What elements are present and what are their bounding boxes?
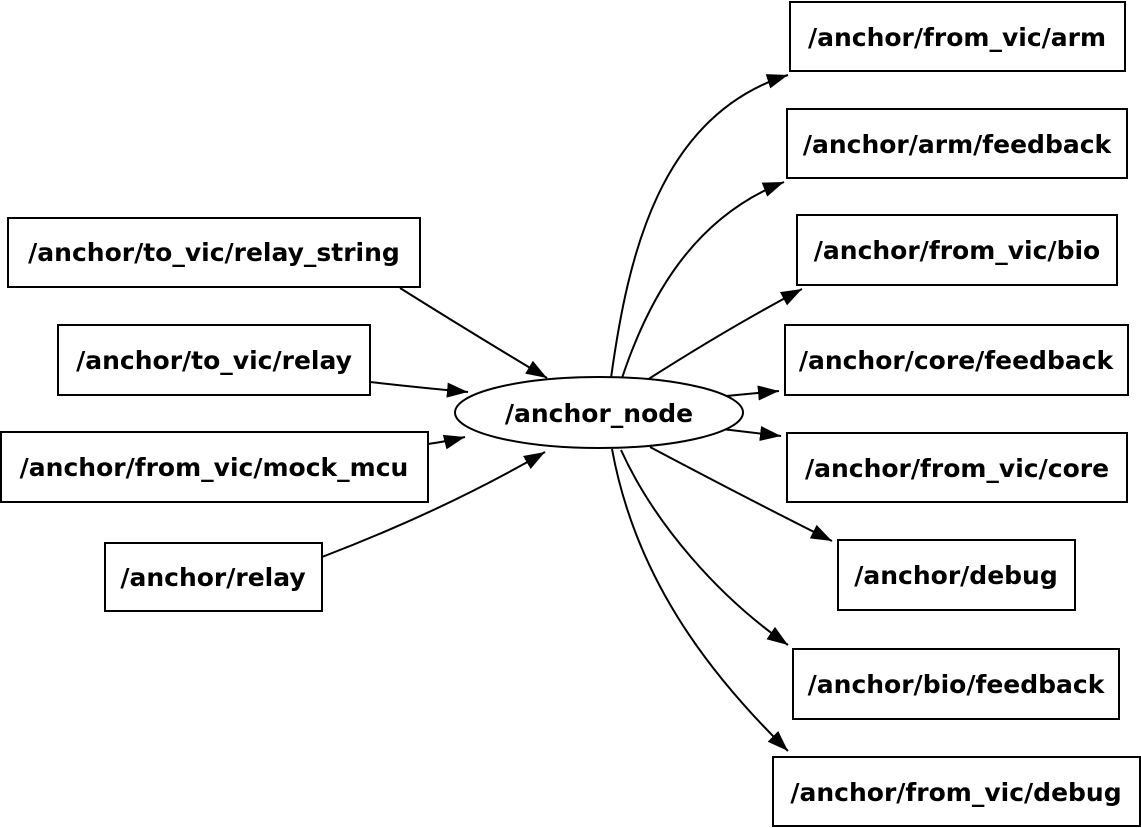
from-vic-core-label: /anchor/from_vic/core (805, 454, 1109, 483)
node-to-vic-relay: /anchor/to_vic/relay (57, 324, 371, 396)
edge-anchor-node-to-from-vic-bio (646, 288, 803, 381)
node-arm-feedback: /anchor/arm/feedback (786, 108, 1128, 179)
anchor-node-ellipse (454, 376, 744, 449)
node-from-vic-debug: /anchor/from_vic/debug (772, 756, 1141, 827)
edge-relay-to-anchor-node (321, 451, 546, 558)
edge-to-vic-relay-to-anchor-node (369, 381, 469, 398)
node-debug: /anchor/debug (837, 539, 1076, 611)
edge-anchor-node-to-bio-feedback (620, 449, 789, 646)
anchor-node-label: /anchor_node (505, 399, 693, 428)
edge-anchor-node-to-from-vic-debug (611, 448, 789, 752)
edge-anchor-node-to-debug (649, 446, 833, 542)
from-vic-bio-label: /anchor/from_vic/bio (814, 236, 1100, 265)
node-from-vic-arm: /anchor/from_vic/arm (789, 1, 1126, 72)
edge-to-vic-relay-string-to-anchor-node (399, 287, 548, 379)
node-bio-feedback: /anchor/bio/feedback (792, 648, 1120, 720)
from-vic-core-box (786, 432, 1128, 503)
node-from-vic-bio: /anchor/from_vic/bio (796, 214, 1118, 286)
bio-feedback-box (792, 648, 1120, 720)
from-vic-mock-mcu-label: /anchor/from_vic/mock_mcu (20, 453, 409, 482)
from-vic-debug-box (772, 756, 1141, 827)
node-relay: /anchor/relay (104, 542, 323, 612)
to-vic-relay-string-box (7, 217, 421, 288)
edge-anchor-node-to-core-feedback (725, 385, 780, 401)
from-vic-debug-label: /anchor/from_vic/debug (790, 778, 1121, 807)
node-core-feedback: /anchor/core/feedback (784, 324, 1129, 396)
bio-feedback-label: /anchor/bio/feedback (808, 670, 1106, 699)
node-from-vic-core: /anchor/from_vic/core (786, 432, 1128, 503)
edge-anchor-node-to-from-vic-core (721, 426, 782, 441)
edge-from-vic-mock-mcu-to-anchor-node (427, 434, 466, 450)
debug-label: /anchor/debug (854, 561, 1058, 590)
core-feedback-box (784, 324, 1129, 396)
node-to-vic-relay-string: /anchor/to_vic/relay_string (7, 217, 421, 288)
edges (321, 74, 833, 752)
from-vic-arm-label: /anchor/from_vic/arm (808, 23, 1106, 52)
from-vic-mock-mcu-box (0, 431, 429, 503)
edge-anchor-node-to-from-vic-arm (610, 74, 789, 379)
relay-box (104, 542, 323, 612)
debug-box (837, 539, 1076, 611)
relay-label: /anchor/relay (120, 563, 305, 592)
arm-feedback-box (786, 108, 1128, 179)
from-vic-arm-box (789, 1, 1126, 72)
node-from-vic-mock-mcu: /anchor/from_vic/mock_mcu (0, 431, 429, 503)
arm-feedback-label: /anchor/arm/feedback (803, 130, 1113, 159)
core-feedback-label: /anchor/core/feedback (799, 346, 1115, 375)
from-vic-bio-box (796, 214, 1118, 286)
to-vic-relay-label: /anchor/to_vic/relay (76, 346, 352, 375)
to-vic-relay-string-label: /anchor/to_vic/relay_string (28, 238, 400, 267)
edge-anchor-node-to-arm-feedback (621, 181, 785, 379)
to-vic-relay-box (57, 324, 371, 396)
node-anchor-node: /anchor_node (454, 376, 744, 449)
